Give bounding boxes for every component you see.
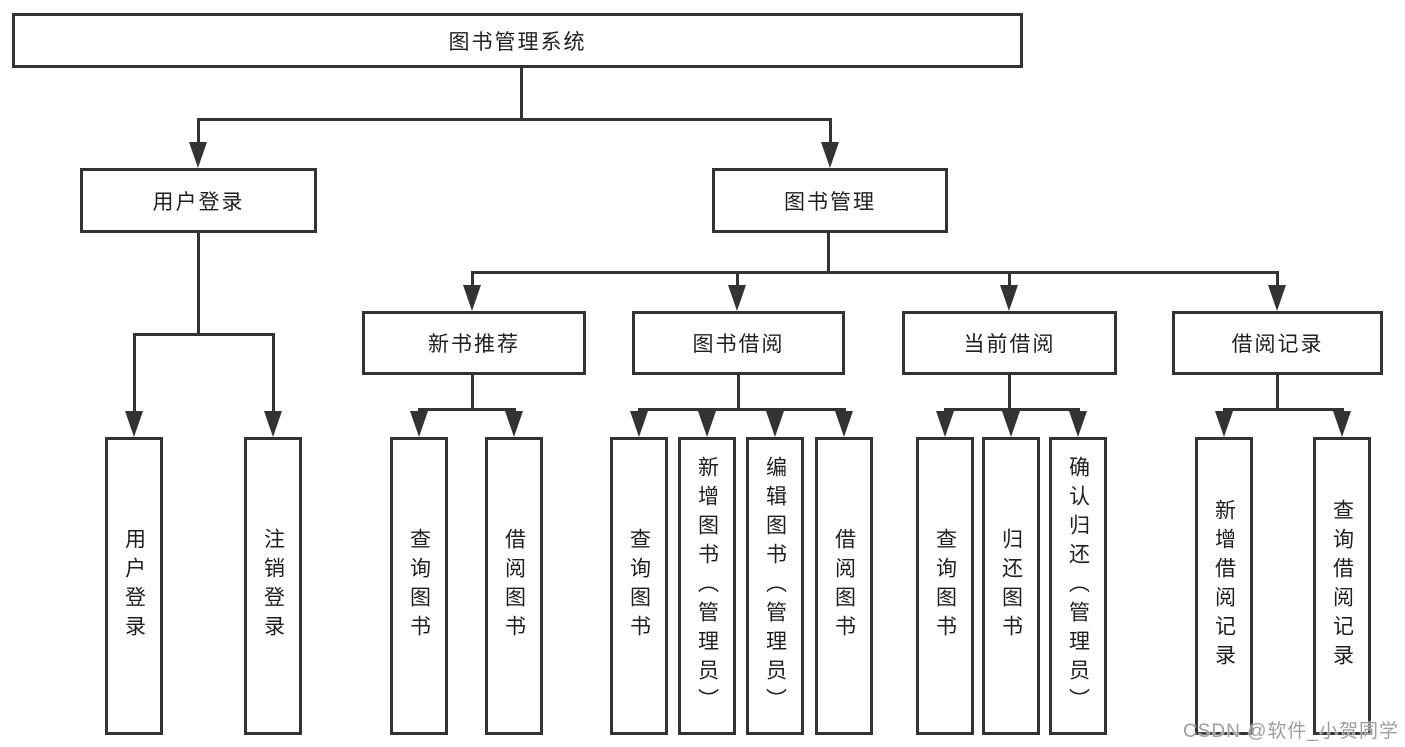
leaf-confirm-return-admin: 确认归还（管理员）	[1049, 437, 1107, 735]
arrow-down-icon	[835, 411, 853, 437]
arrow-down-icon	[463, 285, 481, 311]
node-library-system: 图书管理系统	[12, 13, 1023, 68]
arrow-down-icon	[189, 142, 207, 168]
arrow-down-icon	[1333, 411, 1351, 437]
arrow-down-icon	[821, 142, 839, 168]
leaf-user-login-label: 用户登录	[122, 528, 146, 644]
leaf-add-borrow-record: 新增借阅记录	[1195, 437, 1253, 735]
arrow-down-icon	[630, 411, 648, 437]
connector-newbook-hline	[418, 408, 516, 411]
arrow-down-icon	[1069, 411, 1087, 437]
leaf-query-books-recommend: 查询图书	[390, 437, 448, 735]
node-borrowing-records-label: 借阅记录	[1231, 333, 1324, 356]
node-book-management-label: 图书管理	[784, 190, 876, 214]
connector-level3-hline	[471, 271, 1279, 274]
arrow-down-icon	[505, 411, 523, 437]
leaf-user-login: 用户登录	[105, 437, 163, 735]
connector-borrow-hline	[638, 408, 846, 411]
leaf-confirm-return-admin-label: 确认归还（管理员）	[1066, 455, 1090, 717]
leaf-logout-login-label: 注销登录	[261, 528, 285, 644]
leaf-query-books-current-label: 查询图书	[933, 528, 957, 644]
node-user-login-label: 用户登录	[152, 190, 245, 214]
connector-borrow-down	[737, 375, 740, 410]
leaf-return-books-label: 归还图书	[999, 528, 1023, 644]
connector-current-down	[1008, 375, 1011, 410]
node-user-login: 用户登录	[80, 168, 317, 233]
connector-root-stem	[520, 66, 523, 120]
arrow-down-icon	[125, 411, 143, 437]
node-new-book-recommendation-label: 新书推荐	[428, 333, 520, 356]
connector-records-down	[1276, 375, 1279, 410]
connector-l3-stem	[1276, 271, 1279, 289]
connector-leaf-stem	[133, 333, 136, 413]
connector-user-login-down	[197, 233, 200, 336]
connector-book-mgmt-stem	[829, 118, 832, 146]
watermark-text: CSDN @软件_小贺同学	[1183, 721, 1399, 742]
leaf-query-books-borrow-label: 查询图书	[627, 528, 651, 644]
node-new-book-recommendation: 新书推荐	[362, 311, 586, 375]
arrow-down-icon	[264, 411, 282, 437]
connector-user-login-stem	[197, 118, 200, 146]
leaf-edit-book-admin: 编辑图书（管理员）	[746, 437, 804, 735]
arrow-down-icon	[410, 411, 428, 437]
arrow-down-icon	[936, 411, 954, 437]
leaf-logout-login: 注销登录	[244, 437, 302, 735]
node-book-borrowing: 图书借阅	[632, 311, 845, 375]
leaf-add-book-admin: 新增图书（管理员）	[678, 437, 736, 735]
connector-current-hline	[944, 408, 1080, 411]
connector-records-hline	[1223, 408, 1344, 411]
node-current-borrowing-label: 当前借阅	[963, 333, 1056, 356]
leaf-add-book-admin-label: 新增图书（管理员）	[695, 455, 719, 717]
connector-l3-stem	[736, 271, 739, 289]
leaf-query-books-recommend-label: 查询图书	[407, 528, 431, 644]
leaf-add-borrow-record-label: 新增借阅记录	[1212, 499, 1236, 673]
connector-l3-stem	[471, 271, 474, 289]
connector-leaf-stem	[272, 333, 275, 413]
node-library-system-label: 图书管理系统	[448, 30, 587, 54]
leaf-query-borrow-record: 查询借阅记录	[1313, 437, 1371, 735]
leaf-edit-book-admin-label: 编辑图书（管理员）	[763, 455, 787, 717]
arrow-down-icon	[698, 411, 716, 437]
arrow-down-icon	[1215, 411, 1233, 437]
connector-l3-stem	[1008, 271, 1011, 289]
leaf-borrow-books-borrow-label: 借阅图书	[832, 528, 856, 644]
leaf-query-borrow-record-label: 查询借阅记录	[1330, 499, 1354, 673]
leaf-return-books: 归还图书	[982, 437, 1040, 735]
connector-level2-hline	[198, 118, 832, 121]
node-book-management: 图书管理	[712, 168, 948, 233]
arrow-down-icon	[766, 411, 784, 437]
arrow-down-icon	[1002, 411, 1020, 437]
leaf-query-books-borrow: 查询图书	[610, 437, 668, 735]
node-borrowing-records: 借阅记录	[1172, 311, 1383, 375]
connector-user-login-hline	[133, 333, 275, 336]
arrow-down-icon	[1000, 285, 1018, 311]
leaf-borrow-books-borrow: 借阅图书	[815, 437, 873, 735]
arrow-down-icon	[1268, 285, 1286, 311]
arrow-down-icon	[728, 285, 746, 311]
connector-newbook-down	[471, 375, 474, 410]
leaf-query-books-current: 查询图书	[916, 437, 974, 735]
node-current-borrowing: 当前借阅	[902, 311, 1117, 375]
node-book-borrowing-label: 图书借阅	[692, 333, 785, 356]
leaf-borrow-books-recommend-label: 借阅图书	[502, 528, 526, 644]
leaf-borrow-books-recommend: 借阅图书	[485, 437, 543, 735]
connector-book-mgmt-down	[827, 233, 830, 274]
